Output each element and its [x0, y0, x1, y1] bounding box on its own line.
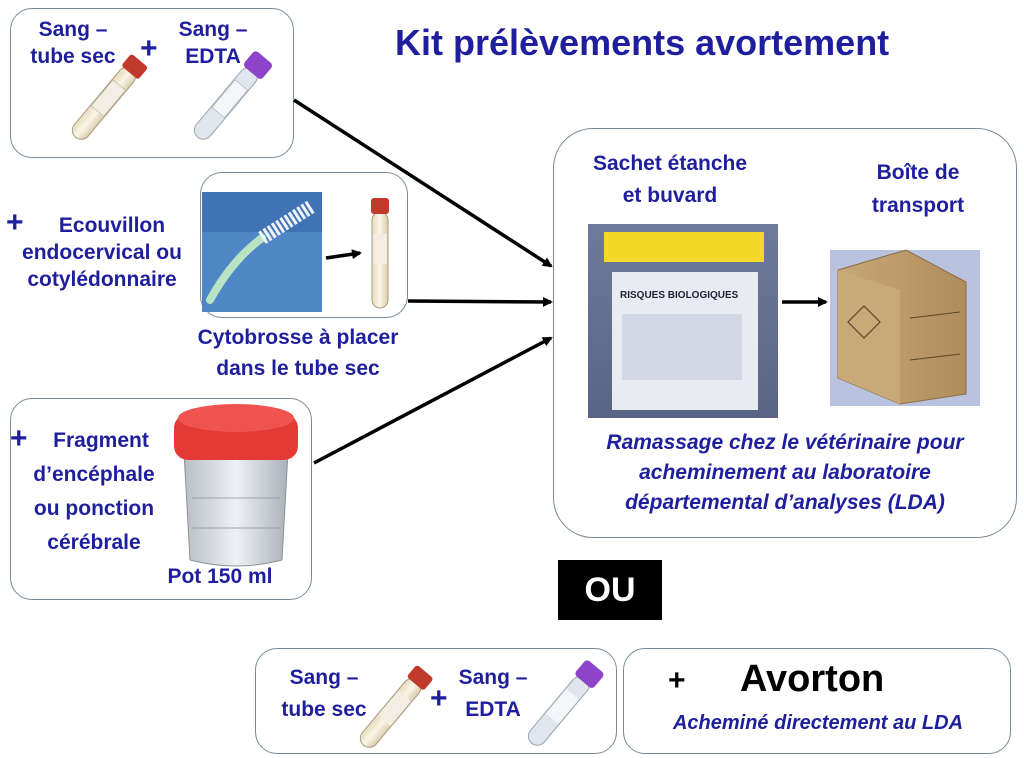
arrow-blood-to-transport — [293, 98, 553, 268]
bottom-dry-tube-icon — [359, 665, 433, 748]
edta-tube-icon — [193, 51, 272, 140]
cytobrush-caption: Cytobrosse à placer dans le tube sec — [197, 326, 399, 380]
dry-tube-label: Sang – tube sec — [30, 18, 116, 68]
bottom-edta-label: Sang – EDTA — [458, 666, 528, 721]
transport-box-image — [830, 249, 980, 406]
edta-label: Sang – EDTA — [178, 18, 248, 68]
plus-sign: + — [140, 32, 158, 65]
plus-sign: + — [6, 206, 24, 239]
pickup-note: Ramassage chez le vétérinaire pour achem… — [606, 431, 964, 514]
pot-image — [174, 404, 298, 567]
arrow-swab-to-transport — [407, 296, 553, 307]
or-label: OU — [558, 560, 662, 620]
sealed-bag-label: Sachet étanche et buvard — [592, 152, 748, 207]
plus-sign: + — [10, 422, 28, 455]
swab-label: Ecouvillon endocervical ou cotylédonnair… — [22, 214, 182, 291]
brain-sample-label: Fragment d’encéphale ou ponction cérébra… — [33, 429, 155, 554]
bag-print-text: RISQUES BIOLOGIQUES — [620, 290, 739, 301]
arrow-brain-to-transport — [313, 336, 553, 465]
transport-box-label: Boîte de transport — [871, 161, 965, 217]
page-title: Kit prélèvements avortement — [395, 22, 890, 63]
dry-tube-icon — [71, 54, 148, 140]
plus-sign: + — [668, 664, 686, 697]
fetus-box — [623, 648, 1011, 754]
cytobrush-image — [202, 192, 322, 312]
plus-sign: + — [430, 682, 448, 715]
sealed-bag-image: RISQUES BIOLOGIQUES — [588, 224, 778, 418]
bottom-edta-tube-icon — [527, 660, 604, 746]
fetus-label: Avorton — [740, 658, 885, 700]
arrow-brush-to-tube — [325, 249, 362, 260]
swab-tube-icon — [371, 198, 389, 309]
bottom-dry-tube-label: Sang – tube sec — [281, 666, 367, 721]
pot-label: Pot 150 ml — [167, 565, 273, 588]
fetus-note: Acheminé directement au LDA — [672, 712, 964, 734]
